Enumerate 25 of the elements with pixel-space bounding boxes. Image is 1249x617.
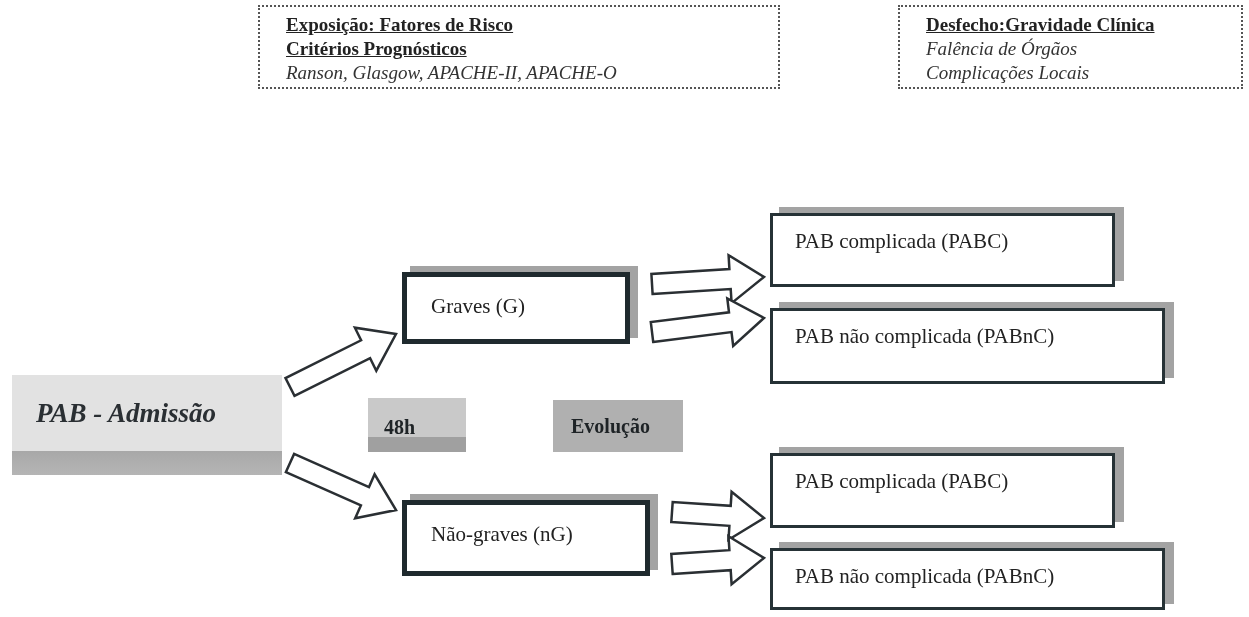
node-label: Não-graves (nG): [431, 521, 573, 548]
node-label: PAB complicada (PABC): [795, 228, 1009, 255]
node-label: Evolução: [571, 414, 650, 440]
process-box: [553, 400, 683, 452]
note-text: Falência de Órgãos: [926, 37, 1079, 61]
node-label: PAB complicada (PABC): [795, 468, 1009, 495]
node-label: 48h: [384, 415, 416, 440]
heading-text: Desfecho:Gravidade Clínica: [926, 13, 1156, 37]
process-box: [12, 375, 282, 475]
process-box: [368, 398, 466, 452]
block-arrow: [669, 489, 767, 543]
note-text: Complicações Locais: [926, 61, 1091, 85]
block-arrow: [669, 533, 767, 587]
node-label: PAB não complicada (PABnC): [795, 563, 1055, 590]
heading-text: Critérios Prognósticos: [286, 37, 468, 61]
node-label: PAB - Admissão: [36, 397, 217, 430]
note-box: [898, 5, 1243, 89]
note-box: [258, 5, 780, 89]
heading-text: Exposição: Fatores de Risco: [286, 13, 515, 37]
block-arrow: [649, 296, 767, 349]
block-arrow: [284, 452, 398, 520]
note-text: Ranson, Glasgow, APACHE-II, APACHE-O: [286, 61, 618, 85]
node-label: PAB não complicada (PABnC): [795, 323, 1055, 350]
block-arrow: [283, 326, 398, 398]
node-label: Graves (G): [431, 293, 525, 320]
